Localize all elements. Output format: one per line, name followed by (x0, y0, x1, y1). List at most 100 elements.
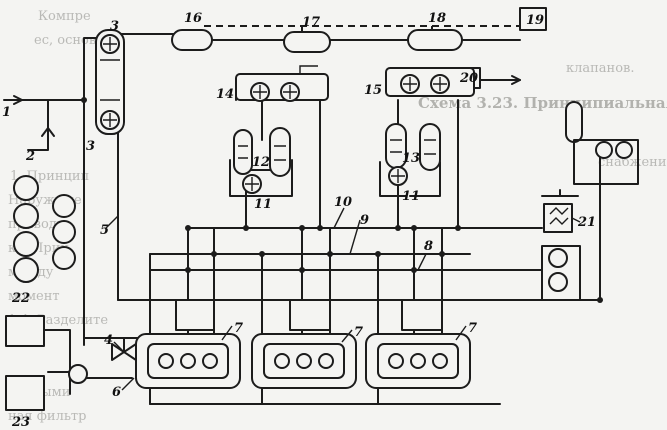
junction-dot (411, 225, 417, 231)
pipe-to-heat-exchanger (83, 37, 97, 61)
compressor-2-cyl (318, 353, 334, 369)
heat-exchanger-body (95, 29, 125, 135)
pump-21-b (548, 272, 568, 292)
bleed-line-13: ная фильтр (8, 409, 86, 424)
branch-pipe-2 (27, 99, 49, 151)
coil-cross (253, 85, 267, 99)
separator-13-lines (390, 139, 436, 155)
compressor-unit-3 (365, 299, 471, 389)
cylinder-22 (13, 231, 39, 257)
gas-cylinders-22 (13, 175, 76, 283)
fan-cooler-fins (549, 207, 569, 225)
label-23: 23 (11, 415, 30, 430)
outlet-arrow-20 (511, 75, 521, 85)
leader-21 (571, 217, 581, 223)
label-21: 21 (577, 215, 596, 230)
cylinder-22 (13, 175, 39, 201)
junction-dot (395, 225, 401, 231)
separator-13-b (419, 123, 441, 171)
pump-top-b (615, 141, 633, 159)
label-10: 10 (334, 195, 352, 210)
receivers (171, 29, 463, 53)
label-7-third: 7 (468, 321, 477, 336)
cylinder-22 (52, 246, 76, 270)
label-16: 16 (184, 11, 202, 26)
junction-dot (185, 267, 191, 273)
tank-23-a (5, 315, 45, 347)
label-3-top: 3 (110, 19, 119, 34)
separator-12-lines (238, 145, 286, 161)
junction-dots (81, 97, 603, 303)
compressor-1-cyl (180, 353, 196, 369)
leader-lines (105, 207, 581, 391)
pump-21-a (548, 248, 568, 268)
sep12-drain (229, 159, 263, 197)
coil-cross (103, 37, 117, 51)
label-22: 22 (11, 291, 30, 306)
compressor-unit-1 (135, 299, 241, 389)
cylinder-22 (13, 203, 39, 229)
branch-arrow-2 (41, 127, 55, 137)
label-6: 6 (112, 385, 121, 400)
cylinder-22 (52, 194, 76, 218)
separator-12-a (233, 129, 253, 175)
label-4: 4 (104, 333, 113, 348)
coil-cross (403, 77, 417, 91)
fan-cooler-top (541, 189, 579, 197)
leader-7b (341, 329, 353, 343)
compressor-2-head (289, 299, 331, 331)
sep13-drain-b (409, 161, 441, 197)
label-7-second: 7 (354, 325, 363, 340)
compressor-2-cyl (296, 353, 312, 369)
leader-9 (349, 219, 361, 255)
separator-12 (233, 127, 291, 177)
cylinder-22 (13, 257, 39, 283)
leader-6 (121, 377, 135, 391)
leader-7a (221, 325, 233, 341)
junction-dot (211, 251, 217, 257)
pump-frame (573, 139, 639, 185)
junction-dot (259, 251, 265, 257)
receiver-16 (171, 29, 213, 51)
water-tank (565, 101, 583, 143)
item-labels: 1 2 3 3 4 5 6 7 7 7 8 9 10 11 11 12 13 1… (2, 11, 596, 430)
label-20: 20 (459, 71, 478, 86)
compressor-1-head (175, 299, 215, 331)
label-11-left: 11 (254, 197, 272, 212)
label-13: 13 (402, 151, 420, 166)
tank-23-b (5, 375, 45, 411)
bleed-line-10: момент (8, 289, 60, 304)
label-9: 9 (360, 213, 369, 228)
tanks-23 (5, 315, 88, 411)
label-17: 17 (302, 15, 320, 30)
label-8: 8 (424, 239, 433, 254)
device-19 (519, 7, 547, 31)
cooler-11a (242, 174, 262, 194)
inlet-arrow (13, 95, 23, 105)
junction-dot (81, 97, 87, 103)
junction-dot (299, 267, 305, 273)
intercooler-14-top-link (299, 65, 318, 74)
coil-cross (103, 113, 117, 127)
label-18: 18 (428, 11, 446, 26)
compressor-2-cyl (274, 353, 290, 369)
valve-4 (111, 337, 137, 361)
junction-dot (455, 225, 461, 231)
bleed-heading: Схема 3.23. Принципиальная компрессорной (418, 94, 667, 112)
junction-dot (597, 297, 603, 303)
coil-cross (245, 177, 259, 191)
cylinder-22 (52, 220, 76, 244)
compressor-3-head (401, 299, 443, 331)
sep12-drain-b (261, 159, 293, 197)
intercooler-14 (235, 65, 329, 102)
tank-23-link (43, 329, 71, 371)
pump-21-frame (541, 245, 581, 301)
compressor-3-cyl (388, 353, 404, 369)
coil-cross (283, 85, 297, 99)
bleed-line-1: Компре (38, 9, 91, 24)
compressor-3-cyl (410, 353, 426, 369)
pump-top-a (595, 141, 613, 159)
junction-dot (411, 267, 417, 273)
